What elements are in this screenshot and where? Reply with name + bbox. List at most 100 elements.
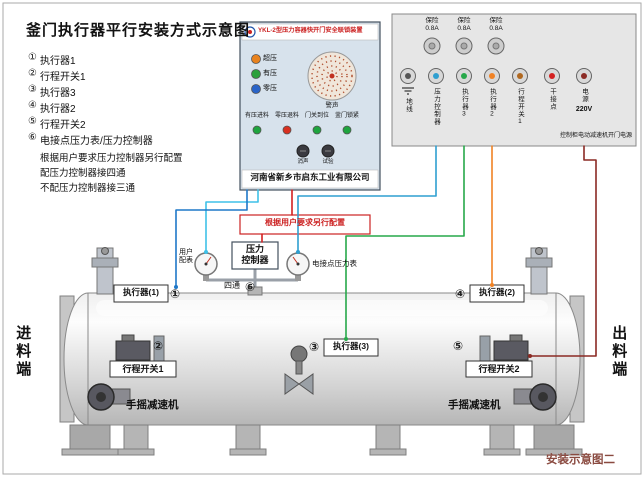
marker-6: ⑥ <box>245 280 256 294</box>
legend-label: 行程开关2 <box>39 120 86 131</box>
terminal-panel-note: 控制柜电动减速机开门电源 <box>559 133 632 139</box>
wire-terminals-dots <box>174 250 532 358</box>
status-label-door-closed: 门关到位 <box>304 113 329 119</box>
legend-note-1: 根据用户要求压力控制器另行配置 <box>40 153 183 164</box>
interlock-panel-title: YKL-2型压力容器快开门安全联锁装置 <box>258 27 363 34</box>
wire-travel-switch2 <box>529 145 597 357</box>
wire-actuator3 <box>345 145 465 340</box>
legend-label: 电接点压力表/压力控制器 <box>39 136 153 147</box>
status-label-discharge: 零压退料 <box>274 113 299 119</box>
terminal-label-pressure-controller: 压力控制器 <box>432 88 440 126</box>
discharge-end-label: 出料端 <box>610 325 628 379</box>
actuator3-label: 执行器(3) <box>333 341 369 351</box>
hand-reducer-right-label: 手摇减速机 <box>448 399 501 411</box>
wire-user-gauge <box>205 189 259 253</box>
fuse3-label: 保险 <box>489 17 503 24</box>
actuator2-plate <box>469 284 525 303</box>
terminal-label-actuator3: 执行器3 <box>460 88 468 119</box>
actuator2-label: 执行器(2) <box>479 287 515 297</box>
terminal-label-dry-contact: 干接点 <box>548 88 556 111</box>
tank-nozzle <box>247 286 263 296</box>
marker-3: ③ <box>309 340 320 354</box>
marker-1: ① <box>170 287 181 301</box>
legend-num: ① <box>28 52 37 63</box>
interlock-panel-box <box>239 21 381 191</box>
status-light-door-locked <box>342 125 352 135</box>
brand-logo-icon <box>244 26 256 38</box>
ground-icon <box>402 87 414 95</box>
contact-pressure-gauge <box>286 252 310 276</box>
feed-end-label: 进料端 <box>14 325 32 379</box>
test-knob[interactable] <box>321 144 335 158</box>
pressure-controller-box <box>231 241 279 270</box>
four-way-label: 四通 <box>224 281 240 290</box>
fuse1-rating: 0.8A <box>425 25 439 32</box>
terminal-panel-box <box>391 13 637 147</box>
wiring <box>175 145 597 357</box>
user-gauge-label: 用户配表 <box>179 249 193 265</box>
terminal-label-ground: 地线 <box>404 98 412 113</box>
alarm-speaker-icon <box>307 51 357 101</box>
status-light-discharge <box>282 125 292 135</box>
left-hand-reducer-device <box>87 383 131 411</box>
legend-note-2: 配压力控制器接四通 <box>40 168 126 179</box>
config-note-box <box>239 214 371 235</box>
marker-2: ② <box>153 339 164 353</box>
legend-label: 执行器3 <box>39 88 76 99</box>
legend-num: ③ <box>28 84 37 95</box>
hand-reducer-left-label: 手摇减速机 <box>126 399 179 411</box>
right-hinge-mechanism <box>525 247 553 295</box>
mute-knob-label: 消声 <box>297 159 309 165</box>
fuse3-rating: 0.8A <box>489 25 503 32</box>
terminal-label-travel-switch1: 行程开关1 <box>516 88 524 126</box>
fuse-icons <box>423 37 505 55</box>
legend-num: ② <box>28 68 37 79</box>
travel-switch2-label: 行程开关2 <box>478 364 520 374</box>
legend-label: 执行器1 <box>39 56 76 67</box>
lamp-label-pressurized: 有压 <box>263 70 277 77</box>
vessel-legs <box>61 424 583 456</box>
power-voltage: 220V <box>575 106 593 113</box>
fuse1-label: 保险 <box>425 17 439 24</box>
page-title: 釜门执行器平行安装方式示意图 <box>26 22 251 39</box>
pressure-controller-line1: 压力 <box>245 244 264 254</box>
actuator3-plate <box>323 338 379 357</box>
legend-label: 执行器2 <box>39 104 76 115</box>
legend-label: 行程开关1 <box>39 72 86 83</box>
pressure-controller-line2: 控制器 <box>241 255 269 265</box>
fuse2-rating: 0.8A <box>457 25 471 32</box>
terminal-label-power: 电源 <box>580 88 588 103</box>
wire-actuator1 <box>175 189 248 288</box>
company-strip <box>241 169 379 189</box>
test-knob-label: 试验 <box>322 159 334 165</box>
pressure-vessel <box>59 247 585 456</box>
status-label-door-locked: 釜门锁紧 <box>334 113 359 119</box>
legend-num: ⑥ <box>28 132 37 143</box>
lamp-zero-pressure <box>251 84 261 94</box>
figure-caption: 安装示意图二 <box>546 454 615 466</box>
center-valve-device <box>284 345 314 395</box>
travel-switch2-device <box>479 334 529 367</box>
status-light-door-closed <box>312 125 322 135</box>
user-pressure-gauge <box>194 252 218 276</box>
marker-5: ⑤ <box>453 339 464 353</box>
travel-switch1-label: 行程开关1 <box>122 364 164 374</box>
legend-num: ⑤ <box>28 116 37 127</box>
lamp-label-zero: 零压 <box>263 85 277 92</box>
lamp-label-overpressure: 超压 <box>263 55 277 62</box>
mute-knob[interactable] <box>296 144 310 158</box>
actuator1-label: 执行器(1) <box>123 287 159 297</box>
company-name: 河南省新乡市启东工业有限公司 <box>250 172 370 182</box>
config-note: 根据用户要求另行配置 <box>265 218 345 227</box>
right-hand-reducer-device <box>513 383 557 411</box>
terminal-row <box>400 68 592 84</box>
marker-4: ④ <box>455 287 466 301</box>
lamp-overpressure <box>251 54 261 64</box>
travel-switch1-plate <box>109 360 177 378</box>
status-light-feed <box>252 125 262 135</box>
